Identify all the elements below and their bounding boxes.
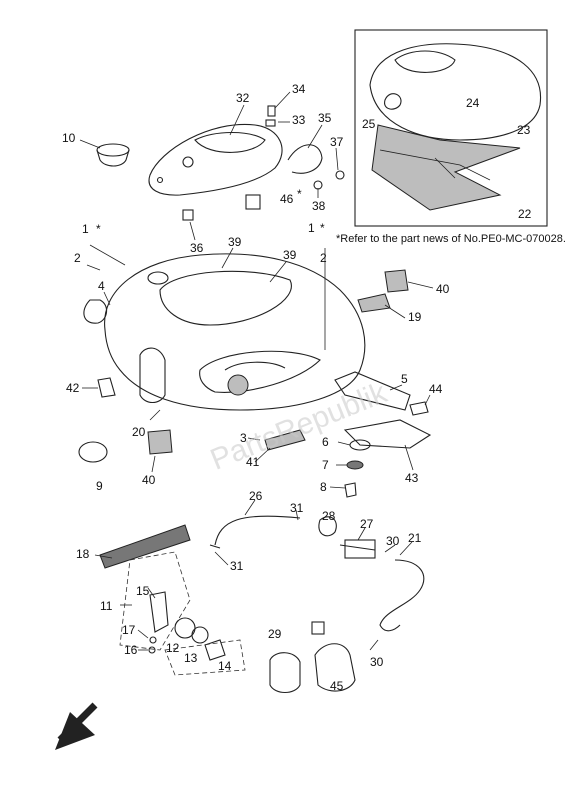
callout-23: 23 — [517, 123, 531, 137]
callout-36: 36 — [190, 241, 204, 255]
fuel-pump — [269, 621, 356, 694]
callout-17: 17 — [122, 623, 136, 637]
inset-frame — [354, 29, 548, 227]
callout-8: 8 — [320, 480, 327, 494]
callout-15: 15 — [136, 584, 150, 598]
callout-2b: 2 — [320, 251, 327, 265]
callout-6: 6 — [322, 435, 329, 449]
callout-1a: 1 — [82, 222, 89, 236]
callout-32: 32 — [236, 91, 250, 105]
callout-1a-star: * — [96, 222, 101, 236]
callout-27: 27 — [360, 517, 374, 531]
callout-46-star: * — [297, 187, 302, 201]
callout-31a: 31 — [290, 501, 304, 515]
callout-24: 24 — [466, 96, 480, 110]
callout-30a: 30 — [386, 534, 400, 548]
tank-cap-cover — [148, 123, 283, 196]
fuel-cock-assembly — [99, 524, 246, 676]
callout-34: 34 — [292, 82, 306, 96]
callout-26: 26 — [249, 489, 263, 503]
fuel-tank — [83, 253, 366, 411]
callout-25: 25 — [362, 117, 376, 131]
callout-2a: 2 — [74, 251, 81, 265]
callout-21: 21 — [408, 531, 422, 545]
fuel-lines — [209, 515, 425, 632]
callout-9: 9 — [96, 479, 103, 493]
callout-12: 12 — [166, 641, 180, 655]
callout-14: 14 — [218, 659, 232, 673]
callout-41: 41 — [246, 455, 260, 469]
callout-33: 33 — [292, 113, 306, 127]
callout-38: 38 — [312, 199, 326, 213]
callout-4: 4 — [98, 279, 105, 293]
callout-45: 45 — [330, 679, 344, 693]
callout-labels: 10 32 34 33 35 37 38 46 * 36 1 * 2 4 39 … — [62, 82, 532, 693]
fuel-cap — [96, 143, 130, 167]
leader-lines — [79, 91, 434, 651]
callout-3: 3 — [240, 431, 247, 445]
front-arrow-head — [55, 712, 95, 750]
callout-40a: 40 — [436, 282, 450, 296]
reference-note: *Refer to the part news of No.PE0-MC-070… — [336, 233, 566, 245]
inset-emblem — [384, 93, 402, 110]
callout-1b: 1 — [308, 221, 315, 235]
small-fasteners — [182, 105, 345, 221]
callout-35: 35 — [318, 111, 332, 125]
callout-44: 44 — [429, 382, 443, 396]
inset-pad-sheet — [371, 124, 521, 211]
callout-7: 7 — [322, 458, 329, 472]
callout-46: 46 — [280, 192, 294, 206]
callout-16: 16 — [124, 643, 138, 657]
inset-tank-cap — [394, 50, 456, 73]
callout-19: 19 — [408, 310, 422, 324]
callout-37: 37 — [330, 135, 344, 149]
callout-20: 20 — [132, 425, 146, 439]
callout-5: 5 — [401, 372, 408, 386]
callout-11: 11 — [100, 599, 113, 613]
callout-22: 22 — [518, 207, 532, 221]
callout-42: 42 — [66, 381, 80, 395]
callout-39b: 39 — [283, 248, 297, 262]
callout-1b-star: * — [320, 221, 325, 235]
callout-10: 10 — [62, 131, 76, 145]
grommets — [78, 377, 371, 498]
callout-31b: 31 — [230, 559, 244, 573]
callout-39a: 39 — [228, 235, 242, 249]
callout-28: 28 — [322, 509, 336, 523]
callout-40b: 40 — [142, 473, 156, 487]
callout-43: 43 — [405, 471, 419, 485]
callout-18: 18 — [76, 547, 90, 561]
mounting-brackets — [334, 371, 432, 449]
callout-29: 29 — [268, 627, 282, 641]
callout-13: 13 — [184, 651, 198, 665]
inset-panel — [354, 29, 548, 227]
inset-tank-outline — [369, 43, 542, 141]
callout-30b: 30 — [370, 655, 384, 669]
